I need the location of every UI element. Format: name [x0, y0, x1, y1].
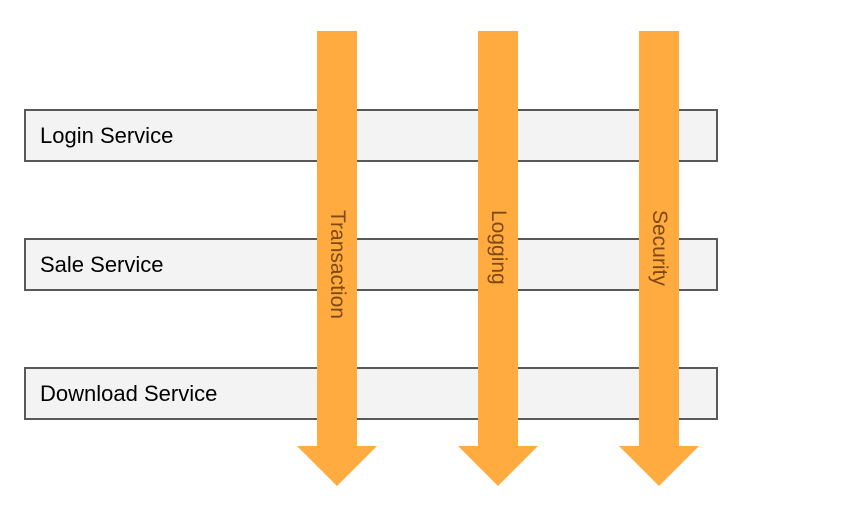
- login-service-label: Login Service: [40, 122, 174, 148]
- transaction-arrow-label: Transaction: [326, 210, 349, 319]
- security-arrow: [619, 31, 699, 486]
- sale-service-box: Sale Service: [24, 238, 718, 291]
- security-arrow-label: Security: [648, 210, 671, 286]
- download-service-box: Download Service: [24, 367, 718, 420]
- login-service-box: Login Service: [24, 109, 718, 162]
- logging-arrow-label: Logging: [487, 210, 510, 285]
- logging-arrow: [458, 31, 538, 486]
- sale-service-label: Sale Service: [40, 251, 164, 277]
- download-service-label: Download Service: [40, 380, 218, 406]
- transaction-arrow: [297, 31, 377, 486]
